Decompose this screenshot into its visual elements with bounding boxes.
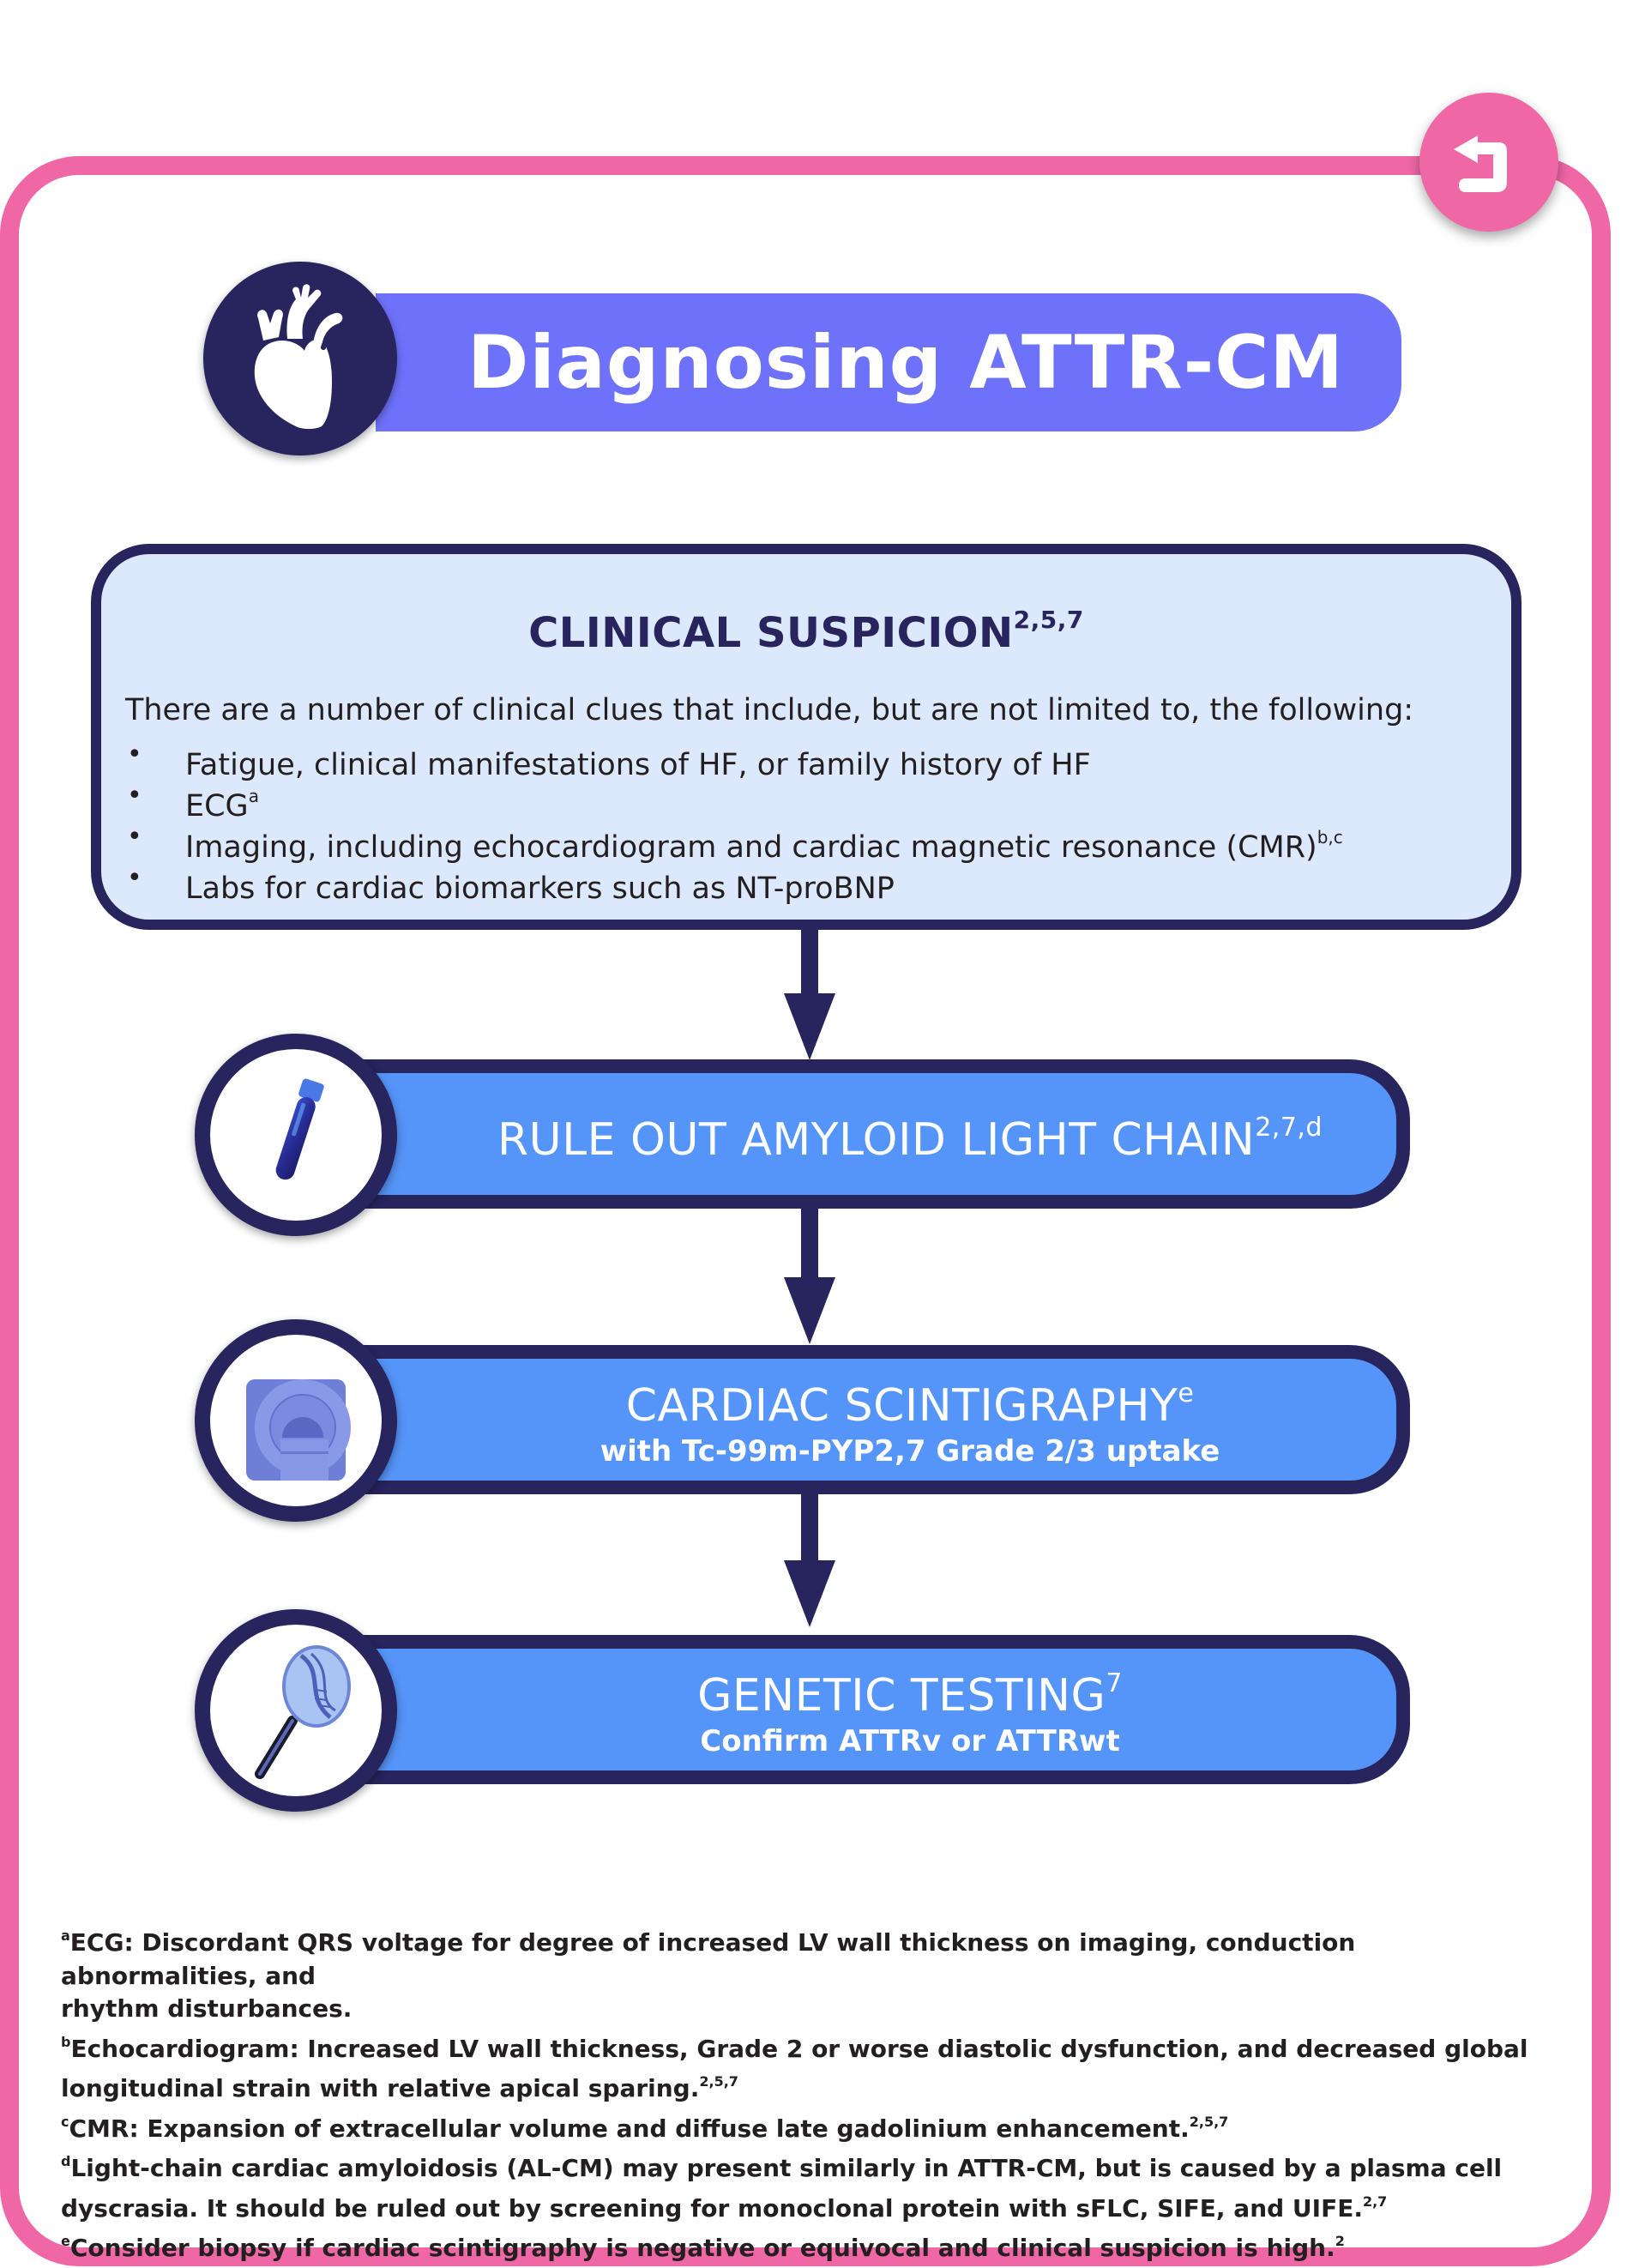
footnotes: aECG: Discordant QRS voltage for degree … <box>61 1920 1536 2265</box>
step-title-sup: e <box>1178 1378 1195 1408</box>
step-icon-badge <box>195 1609 397 1812</box>
list-item: • Imaging, including echocardiogram and c… <box>125 817 1343 865</box>
step-title-text: CARDIAC SCINTIGRAPHY <box>625 1380 1178 1432</box>
step-text: RULE OUT AMYLOID LIGHT CHAIN2,7,d <box>424 1073 1396 1195</box>
footnote-text: Echocardiogram: Increased LV wall thickn… <box>70 2034 1528 2063</box>
return-arrow-icon <box>1454 136 1507 192</box>
step-title-sup: 7 <box>1106 1668 1123 1698</box>
page-frame <box>0 156 1611 2266</box>
footnote: eConsider biopsy if cardiac scintigraphy… <box>61 2225 1536 2265</box>
step-icon-badge <box>195 1034 397 1236</box>
step-title: CARDIAC SCINTIGRAPHYe <box>626 1368 1195 1432</box>
list-item-sup: b,c <box>1317 827 1343 847</box>
footnote-ref: 2,5,7 <box>699 2073 738 2090</box>
clinical-suspicion-box: CLINICAL SUSPICION2,5,7 There are a numb… <box>91 544 1522 930</box>
step-title-sup: 2,7,d <box>1255 1113 1323 1143</box>
step-text: GENETIC TESTING7 Confirm ATTRv or ATTRwt <box>424 1649 1396 1770</box>
footnote: dLight-chain cardiac amyloidosis (AL-CM)… <box>61 2145 1536 2225</box>
step-title-text: GENETIC TESTING <box>697 1670 1106 1722</box>
footnote-marker: c <box>61 2113 69 2130</box>
clinical-title-text: CLINICAL SUSPICION <box>528 609 1014 657</box>
footnote-text: dyscrasia. It should be ruled out by scr… <box>61 2193 1363 2223</box>
footnote-marker: a <box>61 1927 70 1944</box>
back-button[interactable] <box>1419 93 1558 232</box>
clinical-clues-list: • Fatigue, clinical manifestations of HF,… <box>125 734 1343 906</box>
step-subtitle: Confirm ATTRv or ATTRwt <box>700 1724 1120 1758</box>
title-banner: Diagnosing ATTR-CM <box>376 293 1401 431</box>
list-item-sup: a <box>248 786 259 806</box>
step-title: GENETIC TESTING7 <box>697 1658 1123 1722</box>
footnote-marker: b <box>61 2033 71 2050</box>
footnote-ref: 2,5,7 <box>1189 2113 1229 2130</box>
list-item: • Labs for cardiac biomarkers such as NT-… <box>125 858 1343 906</box>
clinical-intro: There are a number of clinical clues tha… <box>125 693 1414 727</box>
scanner-icon <box>246 1379 351 1481</box>
footnote-text: CMR: Expansion of extracellular volume a… <box>69 2114 1190 2143</box>
clinical-suspicion-title: CLINICAL SUSPICION2,5,7 <box>101 606 1511 657</box>
bullet-icon: • <box>127 739 142 769</box>
step-cardiac-scintigraphy: CARDIAC SCINTIGRAPHYe with Tc-99m-PYP2,7… <box>346 1345 1410 1494</box>
test-tube-icon <box>275 1078 324 1180</box>
list-item-text: Fatigue, clinical manifestations of HF, … <box>185 748 1091 782</box>
dna-magnifier-icon <box>255 1645 351 1779</box>
page-title: Diagnosing ATTR-CM <box>467 319 1344 406</box>
footnote-text: longitudinal strain with relative apical… <box>61 2074 700 2102</box>
footnote: aECG: Discordant QRS voltage for degree … <box>61 1920 1536 2026</box>
footnote-text: rhythm disturbances. <box>61 1994 353 2023</box>
list-item: • Fatigue, clinical manifestations of HF,… <box>125 734 1343 782</box>
step-rule-out-light-chain: RULE OUT AMYLOID LIGHT CHAIN2,7,d <box>346 1059 1410 1209</box>
footnote-text: Consider biopsy if cardiac scintigraphy … <box>69 2234 1335 2262</box>
footnote-text: Light-chain cardiac amyloidosis (AL-CM) … <box>70 2154 1503 2182</box>
step-subtitle: with Tc-99m-PYP2,7 Grade 2/3 uptake <box>600 1434 1220 1469</box>
flow-arrow-down-icon <box>784 1493 835 1627</box>
bullet-icon: • <box>127 822 142 852</box>
heart-badge <box>203 262 397 455</box>
footnote: bEchocardiogram: Increased LV wall thick… <box>61 2026 1536 2106</box>
bullet-icon: • <box>127 781 142 811</box>
footnote: cCMR: Expansion of extracellular volume … <box>61 2106 1536 2146</box>
footnote-ref: 2,7 <box>1362 2193 1388 2210</box>
flow-arrow-down-icon <box>784 1209 835 1344</box>
footnote-marker: e <box>61 2233 70 2249</box>
step-title-text: RULE OUT AMYLOID LIGHT CHAIN <box>497 1114 1256 1166</box>
footnote-text: ECG: Discordant QRS voltage for degree o… <box>61 1928 1356 1990</box>
step-text: CARDIAC SCINTIGRAPHYe with Tc-99m-PYP2,7… <box>424 1359 1396 1481</box>
clinical-title-sup: 2,5,7 <box>1013 606 1084 634</box>
list-item-text: Labs for cardiac biomarkers such as NT-p… <box>185 872 895 906</box>
list-item: • ECGa <box>125 775 1343 823</box>
step-title: RULE OUT AMYLOID LIGHT CHAIN2,7,d <box>497 1102 1323 1166</box>
list-item-text: Imaging, including echocardiogram and ca… <box>185 830 1317 865</box>
step-genetic-testing: GENETIC TESTING7 Confirm ATTRv or ATTRwt <box>346 1635 1410 1784</box>
flow-arrow-down-icon <box>784 928 835 1060</box>
footnote-ref: 2 <box>1335 2233 1345 2249</box>
footnote-marker: d <box>61 2153 71 2169</box>
list-item-text: ECG <box>185 789 249 823</box>
heart-icon <box>254 284 343 429</box>
step-icon-badge <box>195 1319 397 1522</box>
bullet-icon: • <box>127 863 142 893</box>
